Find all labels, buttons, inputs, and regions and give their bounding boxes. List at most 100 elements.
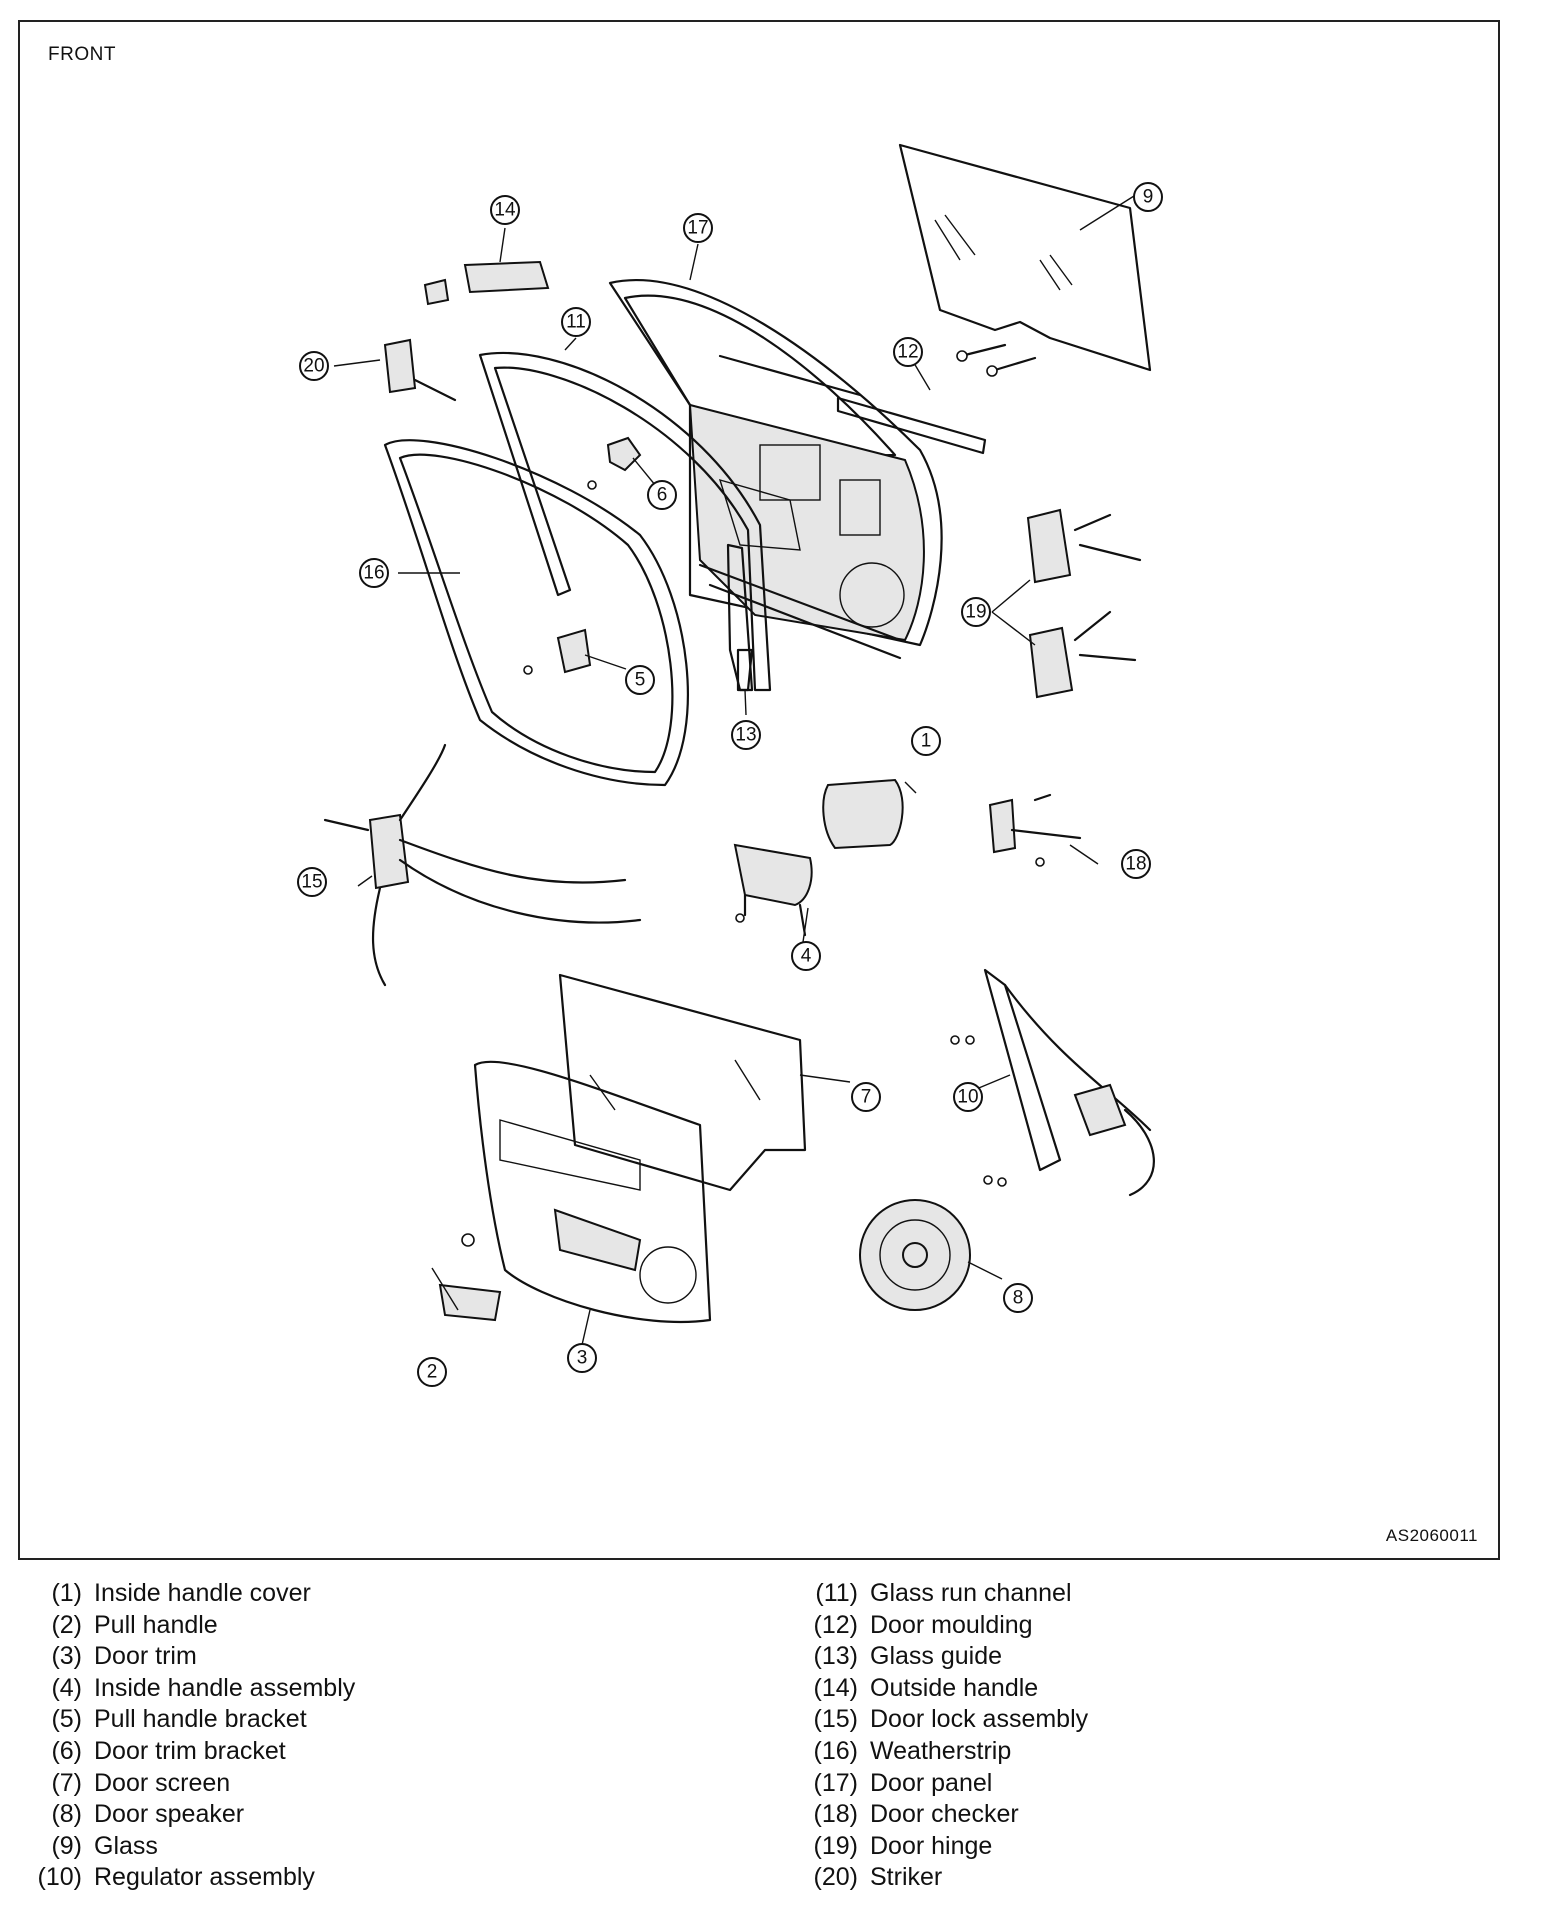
legend-number: (14) [813,1673,858,1702]
orientation-label: FRONT [48,44,116,65]
part-pull-handle-bracket [556,628,592,674]
part-door-hinge [1026,508,1142,699]
part-door-lock-assembly [323,743,642,987]
legend-number: (4) [51,1673,82,1702]
part-door-speaker [859,1199,971,1311]
callout-number: 16 [363,563,384,584]
legend-number: (1) [51,1579,82,1607]
callout-number: 4 [801,946,812,967]
diagram-frame: FRONT AS2060011 [18,20,1500,1560]
legend-item: (19) Door hinge [796,1831,1088,1863]
callout-number: 12 [897,342,918,363]
callout-number: 2 [427,1362,438,1383]
legend-number: (10) [37,1863,82,1892]
legend-number: (19) [813,1831,858,1860]
callout-10: 10 [953,1082,983,1112]
legend-item: (14) Outside handle [796,1673,1088,1705]
callout-14: 14 [490,195,520,225]
part-striker [383,338,457,402]
legend-column-right: (11)Glass run channel (12)Door moulding … [796,1578,1089,1894]
legend-label: Weatherstrip [870,1736,1012,1765]
legend-number: (13) [813,1642,858,1671]
callout-number: 7 [861,1087,872,1108]
legend-label: Outside handle [870,1673,1039,1702]
part-pull-handle [438,1283,502,1322]
callout-17: 17 [683,213,713,243]
part-door-moulding [836,396,987,455]
legend-item: (2) Pull handle [20,1610,355,1642]
legend-number: (9) [51,1831,82,1860]
legend-label: Pull handle [94,1610,218,1639]
legend-number: (7) [51,1768,82,1797]
legend-number: (6) [51,1736,82,1765]
callout-8: 8 [1003,1283,1033,1313]
legend-column-left: (1) Inside handle cover (2) Pull handle (3… [20,1578,356,1894]
callout-number: 10 [957,1087,978,1108]
legend-label: Door moulding [870,1610,1033,1639]
callout-number: 5 [635,670,646,691]
callout-6: 6 [647,480,677,510]
legend-item: (17)Door panel [796,1768,1088,1800]
figure-id: AS2060011 [1385,1526,1478,1545]
callout-18: 18 [1121,849,1151,879]
legend-label: Inside handle cover [94,1579,311,1607]
callout-number: 17 [687,218,708,239]
part-door-screen [558,973,807,1192]
callout-number: 20 [303,356,324,377]
callout-16: 16 [359,558,389,588]
legend-item: (16)Weatherstrip [796,1736,1088,1768]
legend-item: (8)Door speaker [20,1799,355,1831]
legend-item: (18) Door checker [796,1799,1088,1831]
legend-item: (6) Door trim bracket [20,1736,355,1768]
callout-7: 7 [851,1082,881,1112]
legend-item: (1) Inside handle cover [20,1578,355,1610]
callout-4: 4 [791,941,821,971]
part-door-trim [473,1060,712,1324]
legend-item: (5) Pull handle bracket [20,1704,355,1736]
callout-number: 9 [1143,187,1154,208]
part-weatherstrip [383,439,689,787]
legend-number: (3) [51,1642,82,1671]
callout-number: 11 [566,312,586,333]
callout-1: 1 [911,726,941,756]
callout-15: 15 [297,867,327,897]
part-door-trim-bracket [606,436,642,472]
legend-label: Door checker [870,1800,1019,1829]
trim-bracket-bolt [587,480,597,490]
callout-5: 5 [625,665,655,695]
legend-item: (20) Striker [796,1862,1088,1894]
callout-2: 2 [417,1357,447,1387]
legend-label: Door hinge [870,1831,993,1860]
legend-item: (15)Door lock assembly [796,1704,1089,1736]
legend-item: (10) Regulator assembly [20,1862,355,1894]
legend-number: (2) [51,1610,82,1639]
exploded-door-diagram: 1 2 3 4 5 6 7 8 9 10 11 12 13 14 15 16 1… [297,143,1163,1387]
legend-label: Door lock assembly [870,1705,1089,1734]
legend-label: Regulator assembly [94,1863,315,1892]
legend-number: (20) [813,1863,858,1892]
part-door-panel [608,279,943,660]
legend-label: Glass run channel [870,1579,1072,1607]
part-inside-handle-cover [822,778,904,850]
callout-number: 3 [577,1348,588,1369]
legend-item: (7)Door screen [20,1768,355,1800]
callout-9: 9 [1133,182,1163,212]
callout-number: 14 [494,200,516,221]
callout-number: 18 [1125,854,1146,875]
pull-bracket-bolt [523,665,533,675]
legend-label: Door trim [94,1642,197,1671]
legend-number: (5) [51,1705,82,1734]
callout-number: 13 [735,725,756,746]
legend-item: (9)Glass [20,1831,355,1863]
callout-number: 8 [1013,1288,1024,1309]
legend-item: (3) Door trim [20,1641,355,1673]
callout-number: 15 [301,872,322,893]
leader-lines [333,195,1135,1346]
legend-item: (12)Door moulding [796,1610,1088,1642]
legend-label: Pull handle bracket [94,1705,307,1734]
legend-label: Striker [870,1863,943,1892]
part-door-checker [988,793,1082,867]
legend-number: (18) [813,1800,858,1829]
legend-label: Door trim bracket [94,1736,286,1765]
legend-item: (4)Inside handle assembly [20,1673,355,1705]
